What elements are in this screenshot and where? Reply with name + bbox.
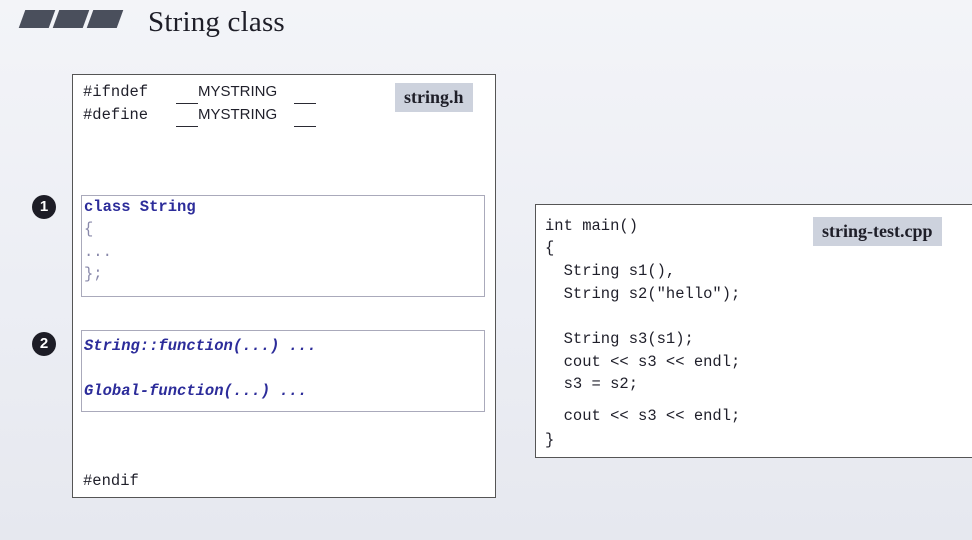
endif-directive: #endif: [83, 472, 139, 490]
test-file-panel: string-test.cpp int main() { String s1()…: [535, 204, 972, 458]
ifndef-keyword: #ifndef: [83, 83, 149, 101]
title-bar: String class: [0, 0, 972, 52]
brace-close: };: [84, 265, 103, 283]
global-function-line: Global-function(...) ...: [84, 382, 308, 400]
title-decoration: [14, 10, 124, 28]
function-definitions-box: String::function(...) ... Global-functio…: [81, 330, 485, 412]
decoration-bar: [18, 10, 56, 28]
marker-2: 2: [32, 332, 56, 356]
code-line: int main(): [545, 217, 639, 235]
file-tag-string-test-cpp: string-test.cpp: [813, 217, 942, 246]
underscore-right: [294, 103, 316, 104]
code-line: s3 = s2;: [545, 375, 639, 393]
ellipsis: ...: [84, 243, 112, 261]
brace-open: {: [84, 220, 94, 238]
underscore-left: [176, 126, 198, 127]
marker-1: 1: [32, 195, 56, 219]
member-function-line: String::function(...) ...: [84, 337, 317, 355]
ifndef-directive: #ifndef: [83, 83, 148, 101]
code-line: String s3(s1);: [545, 330, 694, 348]
code-line: String s1(),: [545, 262, 676, 280]
decoration-bar: [86, 10, 124, 28]
code-line: String s2("hello");: [545, 285, 741, 303]
code-line: {: [545, 239, 555, 257]
define-keyword: #define: [83, 106, 149, 124]
class-declaration: class String: [84, 198, 196, 216]
file-tag-string-h: string.h: [395, 83, 473, 112]
define-directive: #define: [83, 106, 148, 124]
define-macro: MYSTRING: [198, 106, 278, 123]
code-line: cout << s3 << endl;: [545, 353, 741, 371]
code-line: }: [545, 431, 555, 449]
code-line: cout << s3 << endl;: [545, 407, 741, 425]
class-declaration-box: class String { ... };: [81, 195, 485, 297]
underscore-right: [294, 126, 316, 127]
ifndef-macro: MYSTRING: [198, 83, 278, 100]
slide-title: String class: [148, 6, 285, 38]
header-file-panel: string.h #ifndef MYSTRING #define MYSTRI…: [72, 74, 496, 498]
underscore-left: [176, 103, 198, 104]
decoration-bar: [52, 10, 90, 28]
